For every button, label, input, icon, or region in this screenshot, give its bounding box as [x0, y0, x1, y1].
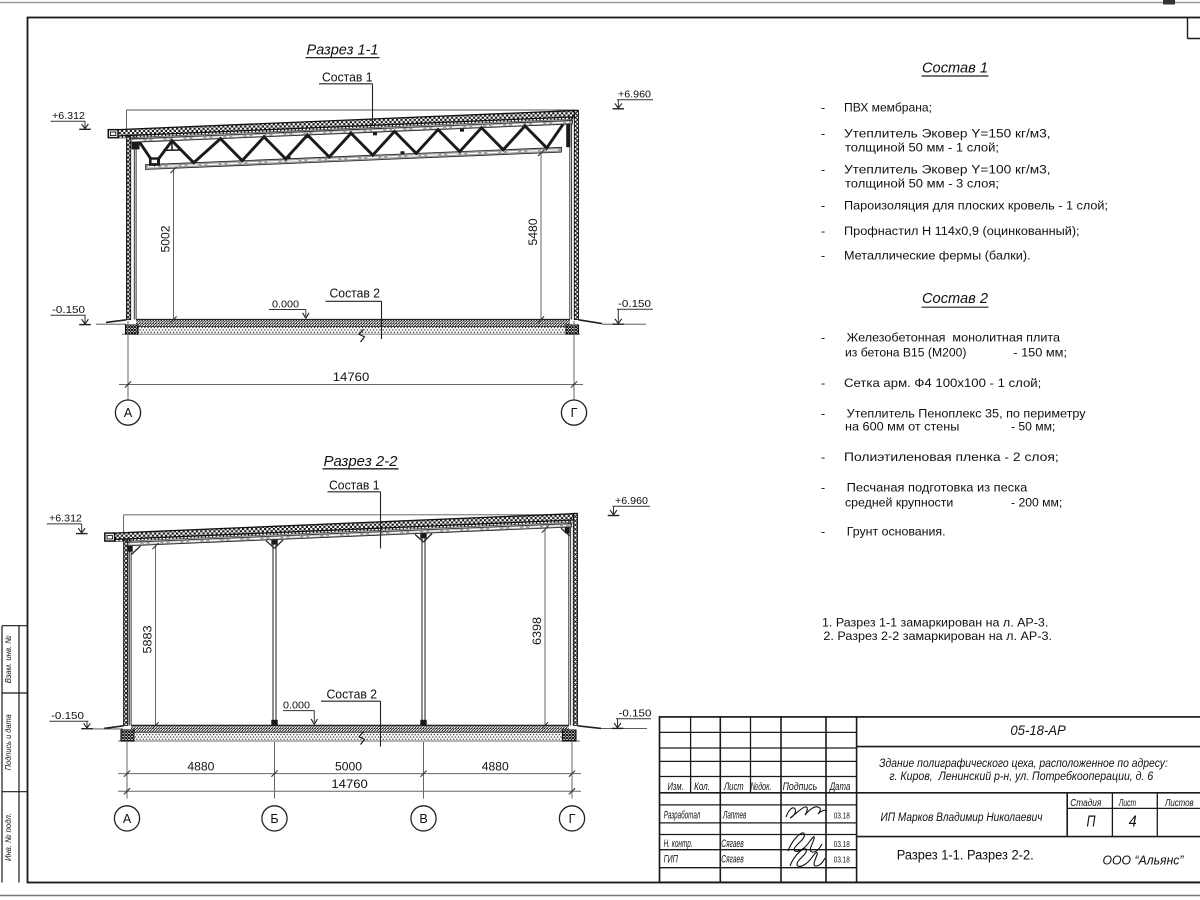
- svg-text:Лист: Лист: [723, 781, 743, 793]
- svg-text:03.18: 03.18: [834, 856, 850, 865]
- svg-text:В: В: [419, 812, 427, 826]
- svg-text:Стадия: Стадия: [1070, 797, 1101, 809]
- svg-text:6398: 6398: [530, 617, 544, 645]
- svg-text:Лист: Лист: [1118, 797, 1136, 809]
- svg-text:2. Разрез 2-2 замаркирован на: 2. Разрез 2-2 замаркирован на л. АР-3.: [823, 629, 1052, 643]
- svg-text:Сягаев: Сягаев: [721, 838, 744, 850]
- svg-text:- 150 мм;: - 150 мм;: [1013, 346, 1067, 360]
- svg-text:-: -: [821, 376, 825, 390]
- svg-text:Состав 1: Состав 1: [922, 60, 988, 76]
- svg-text:ООО “Альянс”: ООО “Альянс”: [1103, 852, 1185, 867]
- svg-text:Разрез 2-2: Разрез 2-2: [324, 453, 399, 470]
- svg-text:-: -: [821, 407, 825, 421]
- svg-text:Профнастил Н 114х0,9 (оцинкова: Профнастил Н 114х0,9 (оцинкованный);: [844, 224, 1080, 238]
- svg-text:Состав 2: Состав 2: [330, 286, 381, 301]
- svg-text:толщиной 50 мм - 3 слоя;: толщиной 50 мм - 3 слоя;: [845, 177, 999, 191]
- svg-text:Б: Б: [270, 812, 278, 826]
- svg-text:Песчаная подготовка из песка: Песчаная подготовка из песка: [847, 481, 1028, 495]
- svg-text:Сягаев: Сягаев: [721, 854, 744, 866]
- svg-text:+6.960: +6.960: [618, 89, 651, 101]
- svg-text:П: П: [1087, 813, 1096, 830]
- svg-text:-: -: [821, 331, 825, 345]
- svg-text:- 200 мм;: - 200 мм;: [1011, 496, 1062, 510]
- svg-text:Разрез 1-1. Разрез 2-2.: Разрез 1-1. Разрез 2-2.: [897, 848, 1034, 863]
- svg-text:-: -: [821, 199, 825, 213]
- svg-text:Железобетонная монолитная пли: Железобетонная монолитная плита: [847, 331, 1060, 345]
- svg-text:Г: Г: [571, 406, 578, 420]
- svg-text:1. Разрез 1-1 замаркирован на: 1. Разрез 1-1 замаркирован на л. АР-3.: [822, 616, 1048, 630]
- svg-text:03.18: 03.18: [834, 840, 850, 849]
- svg-text:Состав 1: Состав 1: [322, 70, 373, 85]
- svg-text:-0.150: -0.150: [52, 304, 85, 316]
- svg-text:Утеплитель Эковер Y=150 кг/м3,: Утеплитель Эковер Y=150 кг/м3,: [844, 127, 1051, 141]
- svg-text:+6.312: +6.312: [49, 513, 82, 525]
- svg-text:4880: 4880: [187, 759, 214, 773]
- svg-text:Разработал: Разработал: [664, 809, 701, 821]
- svg-text:Инв. № подл.: Инв. № подл.: [3, 813, 13, 861]
- svg-text:14760: 14760: [333, 370, 370, 384]
- svg-text:-: -: [821, 163, 825, 177]
- svg-text:-: -: [821, 525, 825, 539]
- svg-text:Утеплитель Пеноплекс 35, по пе: Утеплитель Пеноплекс 35, по периметру: [847, 407, 1087, 421]
- svg-text:Утеплитель Эковер Y=100 кг/м3,: Утеплитель Эковер Y=100 кг/м3,: [844, 163, 1051, 177]
- svg-text:Металлические фермы (балки).: Металлические фермы (балки).: [844, 249, 1031, 263]
- svg-text:Подпись и дата: Подпись и дата: [3, 714, 13, 770]
- svg-text:Изм.: Изм.: [668, 781, 684, 793]
- svg-text:Подпись: Подпись: [783, 781, 818, 793]
- svg-text:-: -: [821, 249, 825, 263]
- svg-text:+6.312: +6.312: [52, 110, 85, 122]
- svg-text:4: 4: [1129, 813, 1137, 830]
- svg-text:-0.150: -0.150: [619, 708, 652, 720]
- svg-text:А: А: [123, 812, 132, 826]
- svg-text:Взам. инв. №: Взам. инв. №: [3, 635, 13, 683]
- svg-text:0.000: 0.000: [272, 298, 299, 310]
- svg-text:А: А: [124, 406, 133, 420]
- svg-text:-: -: [821, 101, 825, 115]
- svg-text:-: -: [821, 481, 825, 495]
- svg-text:05-18-АР: 05-18-АР: [1010, 722, 1066, 738]
- svg-text:Листов: Листов: [1164, 797, 1194, 809]
- svg-text:Состав 2: Состав 2: [327, 687, 378, 702]
- svg-text:средней крупности: средней крупности: [845, 496, 953, 510]
- svg-text:толщиной 50 мм - 1 слой;: толщиной 50 мм - 1 слой;: [845, 141, 999, 155]
- svg-text:5883: 5883: [141, 625, 155, 653]
- svg-text:-: -: [821, 127, 825, 141]
- svg-text:5002: 5002: [159, 225, 173, 252]
- svg-text:5480: 5480: [526, 218, 540, 245]
- svg-text:г. Киров, Ленинский р-н, ул.: г. Киров, Ленинский р-н, ул. Потребкоопе…: [889, 771, 1153, 783]
- svg-text:ГИП: ГИП: [664, 854, 678, 866]
- svg-text:Н. контр.: Н. контр.: [664, 838, 693, 850]
- svg-text:Грунт основания.: Грунт основания.: [847, 525, 946, 539]
- svg-text:на 600 мм от стены: на 600 мм от стены: [845, 420, 959, 434]
- svg-text:03.18: 03.18: [834, 811, 850, 820]
- svg-text:Кол.: Кол.: [694, 781, 710, 793]
- svg-text:Г: Г: [569, 812, 576, 826]
- svg-text:Полиэтиленовая пленка - 2 слоя: Полиэтиленовая пленка - 2 слоя;: [844, 450, 1059, 464]
- svg-text:Лаптев: Лаптев: [722, 809, 746, 821]
- svg-text:ПВХ мембрана;: ПВХ мембрана;: [844, 101, 932, 115]
- svg-text:Пароизоляция для плоских крове: Пароизоляция для плоских кровель - 1 сло…: [844, 199, 1108, 213]
- svg-text:Здание полиграфического цеха,: Здание полиграфического цеха, расположен…: [879, 758, 1168, 770]
- svg-text:- 50 мм;: - 50 мм;: [1011, 420, 1055, 434]
- svg-text:Состав 1: Состав 1: [329, 478, 380, 493]
- svg-text:4880: 4880: [482, 759, 509, 773]
- svg-text:№док.: №док.: [751, 781, 772, 793]
- svg-text:Дата: Дата: [828, 781, 850, 793]
- svg-text:-0.150: -0.150: [618, 298, 651, 310]
- svg-text:14760: 14760: [331, 777, 368, 791]
- svg-text:-: -: [821, 224, 825, 238]
- svg-text:-: -: [821, 450, 825, 464]
- svg-text:из бетона В15 (М200): из бетона В15 (М200): [845, 346, 966, 360]
- svg-text:5000: 5000: [335, 759, 362, 773]
- svg-text:Сетка арм. Ф4 100х100 - 1 слой: Сетка арм. Ф4 100х100 - 1 слой;: [844, 376, 1041, 390]
- svg-text:-0.150: -0.150: [51, 710, 84, 722]
- svg-text:ИП Марков Владимир Николаевич: ИП Марков Владимир Николаевич: [881, 812, 1043, 824]
- svg-text:+6.960: +6.960: [615, 495, 648, 507]
- svg-text:Состав 2: Состав 2: [922, 291, 988, 307]
- svg-text:Разрез 1-1: Разрез 1-1: [307, 42, 379, 59]
- svg-text:0.000: 0.000: [283, 700, 310, 712]
